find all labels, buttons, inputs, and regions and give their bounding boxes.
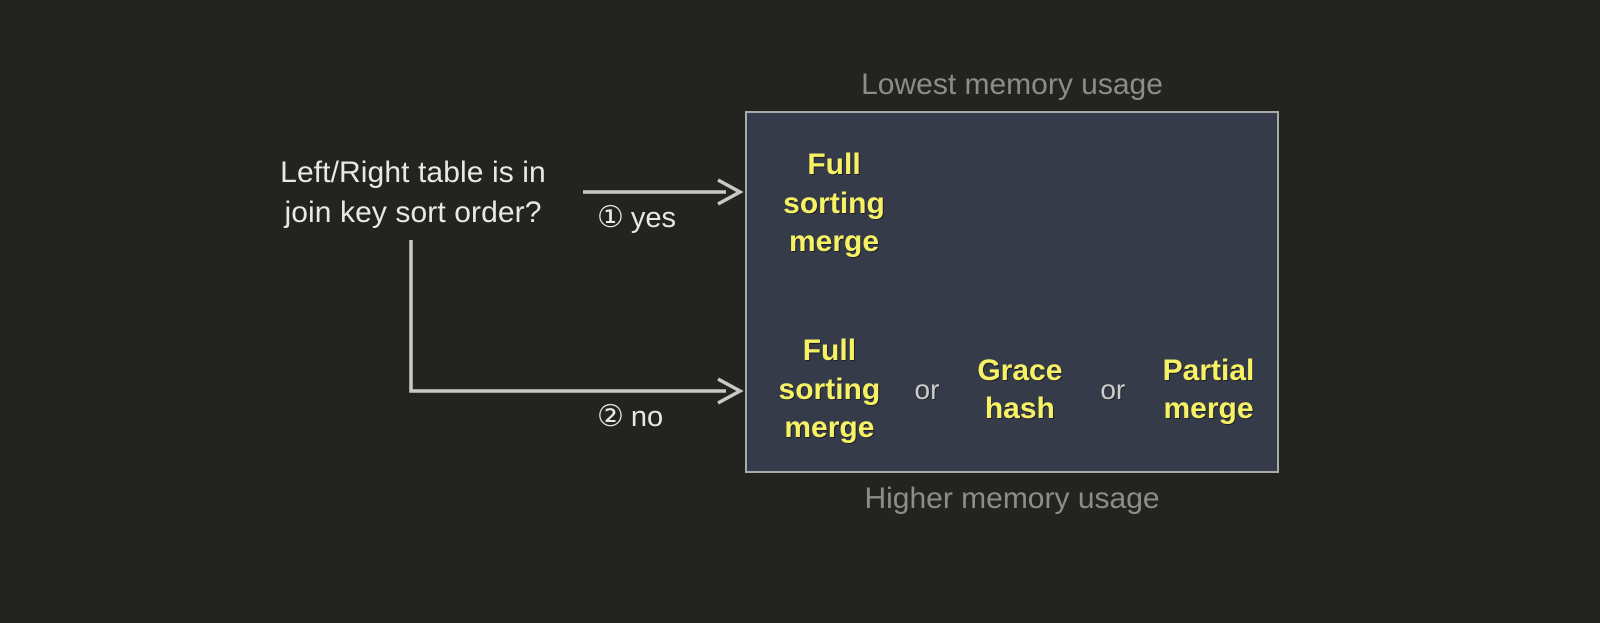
arrow-branch-no (409, 240, 744, 405)
circled-number-1-icon: ① (597, 201, 624, 234)
options-row-unsorted: Full sorting merge or Grace hash or Part… (747, 325, 1277, 455)
option-full-sorting-merge-bottom: Full sorting merge (778, 334, 881, 445)
circled-number-2-icon: ② (597, 400, 624, 433)
option-grace-hash: Grace hash (977, 353, 1063, 425)
options-box: Full sorting merge Full sorting merge or… (745, 111, 1279, 473)
option-partial-merge: Partial merge (1162, 353, 1255, 425)
branch-yes-text: yes (630, 202, 677, 234)
caption-higher-memory-usage: Higher memory usage (864, 482, 1160, 515)
caption-lowest-memory-usage: Lowest memory usage (861, 68, 1163, 101)
option-separator-or-1: or (914, 374, 940, 405)
option-separator-or-2: or (1100, 374, 1126, 405)
option-full-sorting-merge-top: Full sorting merge (783, 148, 885, 259)
arrow-branch-yes (583, 178, 744, 206)
decision-question: Left/Right table is in join key sort ord… (280, 156, 546, 229)
branch-no-text: no (630, 401, 664, 433)
options-row-sorted: Full sorting merge (747, 139, 1277, 269)
